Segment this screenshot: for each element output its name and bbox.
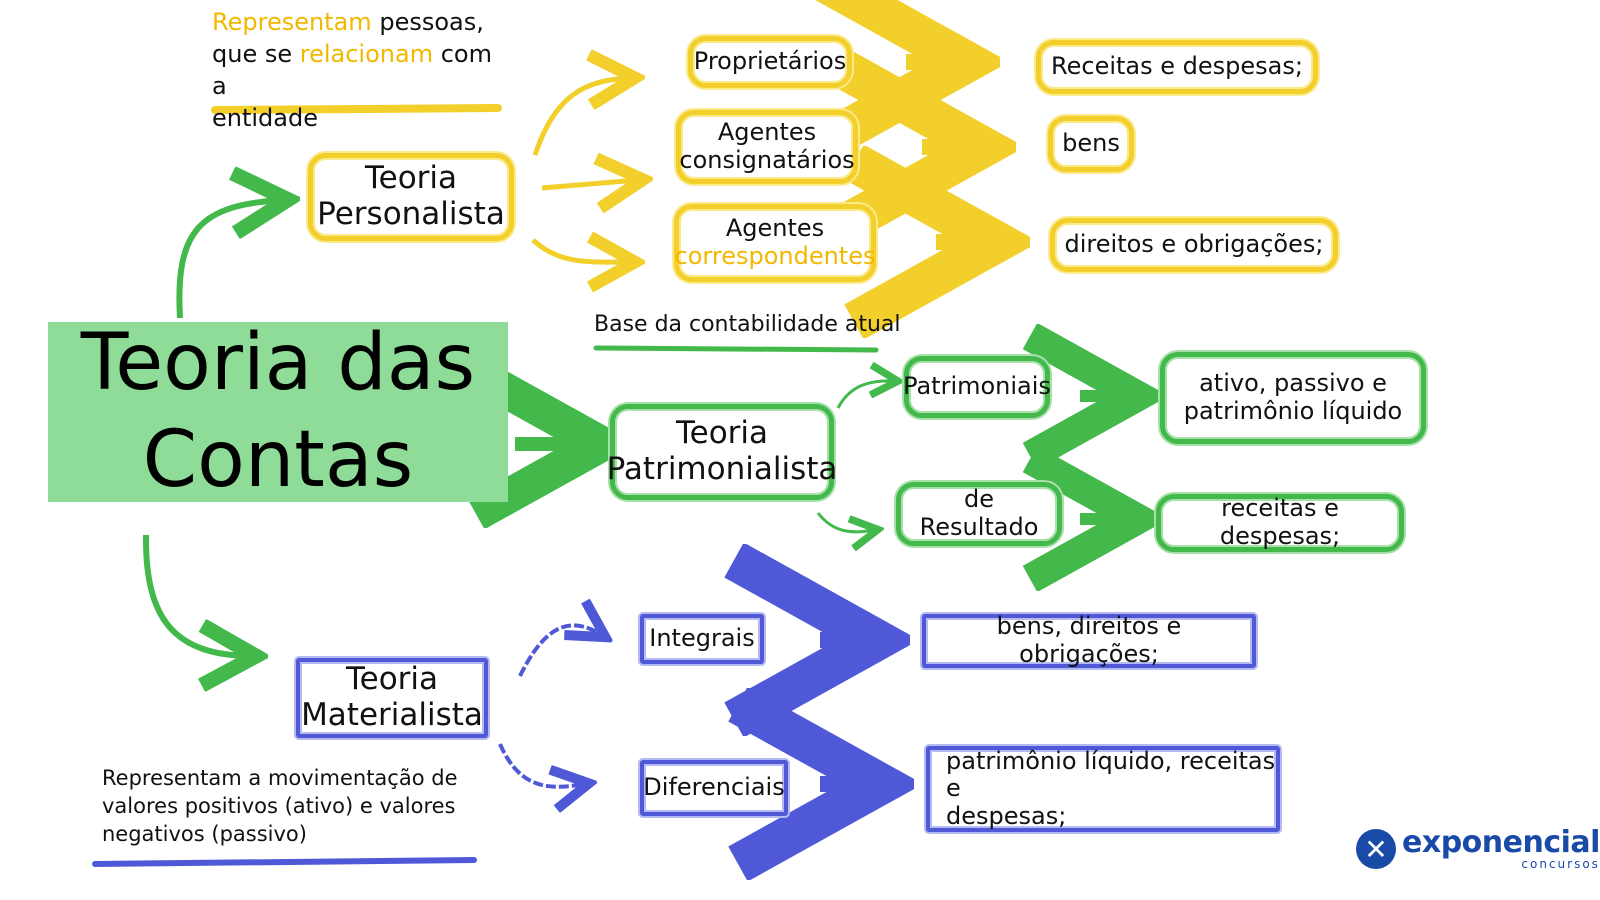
bens-box: bens	[1048, 116, 1134, 172]
item-result: direitos e obrigações;	[1064, 230, 1324, 259]
item-result: bens	[1062, 129, 1120, 158]
note-word: Representam	[212, 8, 372, 36]
note-line: Representam a movimentação de	[102, 766, 458, 790]
arrow-to-consignatarios	[541, 180, 638, 188]
arrow-to-correspondentes	[531, 240, 630, 262]
item-result: Receitas e despesas;	[1051, 52, 1303, 81]
theory-line: Teoria	[345, 661, 439, 698]
item-result: patrimônio líquido	[1183, 397, 1403, 425]
integrais-box: Integrais	[640, 614, 764, 664]
note-word: que se	[212, 40, 293, 68]
materialista-note-underline	[92, 857, 477, 867]
arrow-to-de-resultado	[816, 512, 875, 532]
correspondentes-box: Agentes correspondentes	[674, 204, 876, 282]
arrow-to-personalista	[176, 200, 282, 319]
arrow-to-proprietarios	[532, 78, 630, 156]
bens-direitos-obrigacoes-box: bens, direitos e obrigações;	[922, 612, 1256, 668]
item-label: Patrimoniais	[903, 372, 1051, 401]
personalista-note-underline	[211, 104, 502, 114]
item-result: despesas;	[946, 801, 1067, 830]
theory-line: Personalista	[317, 196, 505, 232]
item-label: Agentes	[717, 118, 817, 147]
main-title-line-2: Contas	[142, 415, 414, 505]
main-title-line-1: Teoria das	[80, 317, 476, 408]
diferenciais-box: Diferenciais	[640, 760, 788, 816]
patrimoniais-box: Patrimoniais	[903, 356, 1051, 418]
item-label: correspondentes	[674, 242, 876, 270]
patrimonialista-note-underline	[593, 345, 879, 353]
materialista-note: Representam a movimentação de valores po…	[102, 764, 472, 848]
logo-name: exponencial	[1402, 825, 1600, 860]
theory-line: Materialista	[301, 697, 483, 733]
note-word: pessoas,	[379, 8, 484, 36]
consignatarios-box: Agentes consignatários	[676, 110, 858, 184]
arrow-to-diferenciais	[498, 743, 585, 787]
item-label: Proprietários	[693, 47, 847, 76]
theory-line: Teoria	[675, 415, 769, 452]
note-word: relacionam	[299, 40, 434, 68]
item-label: consignatários	[679, 146, 855, 174]
item-label: Diferenciais	[643, 773, 785, 802]
arrow-to-integrais	[518, 625, 602, 677]
teoria-personalista-box: Teoria Personalista	[308, 153, 514, 241]
exponencial-logo: ✕ exponencial concursos	[1356, 828, 1600, 870]
note-line: negativos (passivo)	[102, 822, 307, 846]
item-result: bens, direitos e obrigações;	[996, 612, 1182, 668]
logo-subtitle: concursos	[1521, 857, 1600, 871]
theory-line: Patrimonialista	[606, 451, 838, 487]
note-word: com a	[212, 40, 492, 100]
ativo-passivo-pl-box: ativo, passivo e patrimônio líquido	[1160, 352, 1426, 444]
arrow-to-materialista	[142, 534, 250, 656]
teoria-materialista-box: Teoria Materialista	[296, 658, 488, 738]
receitas-despesas-resultado-box: receitas e despesas;	[1156, 494, 1404, 552]
logo-x-icon: ✕	[1356, 829, 1396, 869]
teoria-patrimonialista-box: Teoria Patrimonialista	[607, 404, 837, 500]
theory-line: Teoria	[364, 160, 458, 197]
note-word: entidade	[212, 104, 318, 132]
item-result: ativo, passivo e	[1199, 369, 1387, 398]
de-resultado-box: de Resultado	[896, 482, 1062, 546]
personalista-note: Representam pessoas, que se relacionam c…	[212, 6, 502, 134]
item-label: Agentes	[725, 214, 825, 243]
arrow-to-patrimoniais	[836, 381, 895, 409]
direitos-obrigacoes-box: direitos e obrigações;	[1050, 218, 1338, 272]
receitas-despesas-box: Receitas e despesas;	[1036, 40, 1318, 94]
pl-receitas-despesas-box: patrimônio líquido, receitas e despesas;	[926, 746, 1280, 832]
proprietarios-box: Proprietários	[688, 36, 852, 88]
item-label: de Resultado	[919, 485, 1039, 541]
logo-text: exponencial concursos	[1402, 825, 1600, 871]
main-title: Teoria das Contas	[48, 318, 508, 505]
item-result: patrimônio líquido, receitas e	[946, 746, 1276, 803]
patrimonialista-note: Base da contabilidade atual	[594, 312, 901, 337]
note-line: valores positivos (ativo) e valores	[102, 794, 456, 818]
item-label: Integrais	[649, 624, 755, 653]
item-result: receitas e despesas;	[1219, 494, 1341, 550]
